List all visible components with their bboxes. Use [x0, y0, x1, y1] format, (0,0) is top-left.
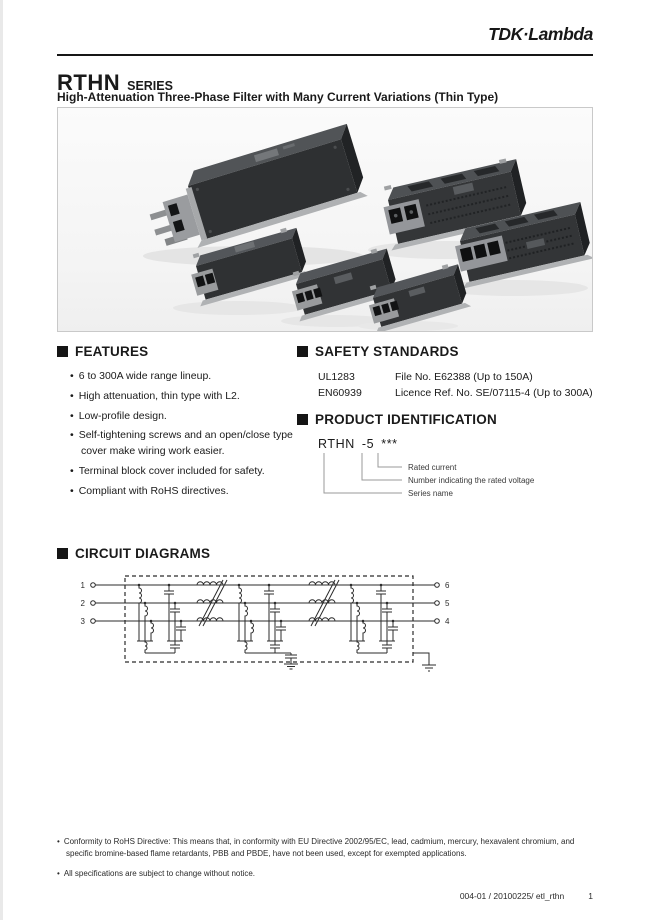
safety-standards-title: SAFETY STANDARDS — [315, 344, 459, 359]
tdk-lambda-logo: TDK·Lambda — [488, 24, 593, 44]
feature-item: High attenuation, thin type with L2. — [70, 389, 293, 405]
input-terminal-label: 3 — [81, 617, 86, 626]
standard-detail: Licence Ref. No. SE/07115-4 (Up to 300A) — [395, 387, 593, 400]
standard-name: EN60939 — [318, 387, 362, 400]
circuit-diagrams-header: CIRCUIT DIAGRAMS — [57, 546, 593, 561]
section-marker-icon — [57, 548, 68, 559]
feature-item: Low-profile design. — [70, 409, 293, 425]
features-title: FEATURES — [75, 344, 149, 359]
circuit-diagram: 1 2 3 6 5 4 — [81, 575, 450, 672]
page-number: 1 — [588, 891, 593, 901]
feature-item: Self-tightening screws and an open/close… — [70, 428, 293, 460]
features-header: FEATURES — [57, 344, 293, 359]
safety-standards-header: SAFETY STANDARDS — [297, 344, 597, 359]
footnotes: Conformity to RoHS Directive: This means… — [57, 836, 593, 889]
product-identification-section: PRODUCT IDENTIFICATION RTHN -5 *** Rated c… — [297, 412, 597, 503]
terminal-circles — [90, 582, 440, 624]
safety-standard-row: UL1283 File No. E62388 (Up to 150A) — [318, 369, 597, 385]
rohs-footnote: Conformity to RoHS Directive: This means… — [57, 836, 593, 859]
legend-label-rated-current: Rated current — [408, 463, 457, 472]
input-terminal-label: 2 — [81, 599, 86, 608]
section-marker-icon — [57, 346, 68, 357]
product-photo — [57, 107, 593, 332]
safety-standard-row: EN60939 Licence Ref. No. SE/07115-4 (Up … — [318, 385, 597, 401]
series-suffix: SERIES — [127, 79, 173, 93]
model-code-series: RTHN — [318, 437, 355, 451]
model-code-current: *** — [381, 437, 398, 451]
model-code-legend: Rated current Number indicating the rate… — [323, 453, 535, 498]
filter-unit-small-1 — [191, 227, 311, 307]
document-number: 004-01 / 20100225/ etl_rthn — [459, 891, 565, 901]
filter-unit-large — [149, 123, 368, 248]
page-footer: 004-01 / 20100225/ etl_rthn 1 — [460, 891, 593, 901]
features-list: 6 to 300A wide range lineup. High attenu… — [57, 369, 293, 499]
output-terminal-label: 6 — [445, 581, 450, 590]
circuit-wires — [95, 575, 436, 672]
input-terminal-label: 1 — [81, 581, 86, 590]
legend-label-rated-voltage: Number indicating the rated voltage — [408, 476, 535, 485]
page-title: RTHN SERIES — [57, 61, 173, 98]
filter-enclosure-outline — [124, 575, 414, 663]
standard-detail: File No. E62388 (Up to 150A) — [395, 371, 533, 383]
filter-unit-small-3 — [368, 264, 472, 331]
section-marker-icon — [297, 346, 308, 357]
circuit-diagrams-section: CIRCUIT DIAGRAMS — [57, 546, 593, 675]
product-identification-title: PRODUCT IDENTIFICATION — [315, 412, 497, 427]
feature-item: Terminal block cover included for safety… — [70, 464, 293, 480]
legend-connector-lines — [323, 453, 402, 494]
features-section: FEATURES 6 to 300A wide range lineup. Hi… — [57, 344, 293, 503]
circuit-diagrams-title: CIRCUIT DIAGRAMS — [75, 546, 211, 561]
product-identification-header: PRODUCT IDENTIFICATION — [297, 412, 597, 427]
header-rule — [57, 54, 593, 56]
ground-symbol — [413, 652, 436, 672]
filter-unit-medium-2 — [455, 201, 592, 289]
filter-unit-medium-1 — [383, 158, 531, 251]
product-photo-illustration — [143, 123, 592, 331]
series-name: RTHN — [57, 70, 121, 95]
feature-item: Compliant with RoHS directives. — [70, 484, 293, 500]
model-code-voltage: -5 — [361, 437, 375, 451]
safety-standards-table: UL1283 File No. E62388 (Up to 150A) EN60… — [297, 369, 597, 402]
safety-standards-section: SAFETY STANDARDS UL1283 File No. E62388 … — [297, 344, 597, 402]
model-code: RTHN -5 *** — [318, 437, 597, 451]
section-marker-icon — [297, 414, 308, 425]
standard-name: UL1283 — [318, 371, 355, 383]
output-terminal-label: 4 — [445, 617, 450, 626]
legend-label-series-name: Series name — [408, 489, 453, 498]
page-subtitle: High-Attenuation Three-Phase Filter with… — [57, 90, 499, 104]
output-terminal-label: 5 — [445, 599, 450, 608]
feature-item: 6 to 300A wide range lineup. — [70, 369, 293, 385]
earth-capacitor — [284, 653, 298, 670]
spec-change-footnote: All specifications are subject to change… — [57, 868, 593, 880]
